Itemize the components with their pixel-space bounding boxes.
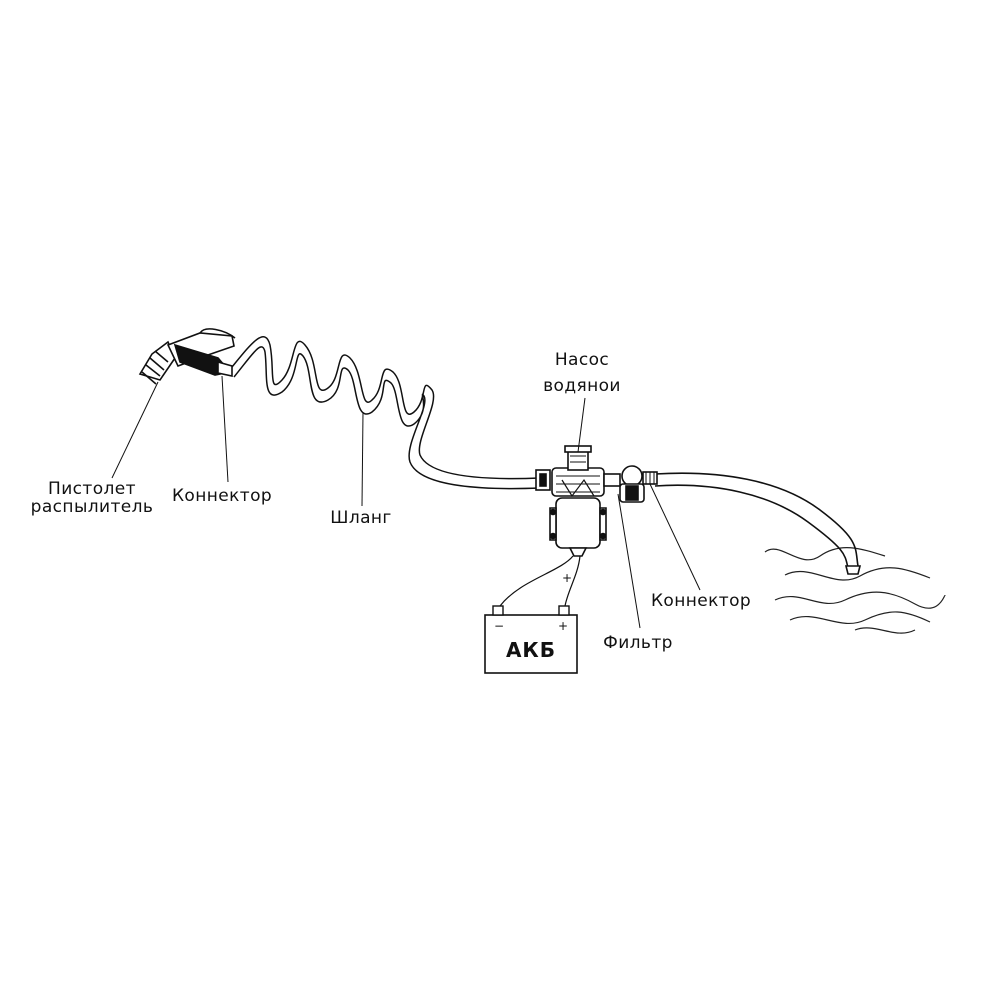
battery-label: АКБ: [506, 638, 556, 662]
label-hose: Шланг: [330, 508, 392, 528]
water-waves: [764, 547, 946, 634]
label-connector-right: Коннектор: [651, 591, 751, 611]
label-spray-gun-line1: Пистолет: [48, 479, 136, 499]
coiled-hose: [231, 336, 541, 490]
label-pump-line2: водянои: [543, 376, 621, 396]
battery-plus-sign: +: [558, 619, 568, 633]
battery-terminal-plus: [558, 605, 570, 616]
filter: [619, 465, 658, 503]
label-connector-left: Коннектор: [172, 486, 272, 506]
label-spray-gun-line2: распылитель: [31, 497, 154, 517]
pump-wire-plus-sign: +: [562, 571, 572, 585]
leader-lines: [111, 375, 701, 629]
battery-terminal-minus: [492, 605, 504, 616]
label-pump-line1: Насос: [555, 350, 609, 370]
suction-hose: [654, 472, 862, 575]
battery-minus-sign: −: [494, 619, 504, 633]
spray-gun: [138, 328, 236, 385]
water-pump: [535, 445, 621, 557]
label-filter: Фильтр: [603, 633, 673, 653]
battery-body: [484, 614, 578, 674]
battery: − + АКБ: [484, 605, 578, 674]
battery-wires: [499, 555, 581, 607]
